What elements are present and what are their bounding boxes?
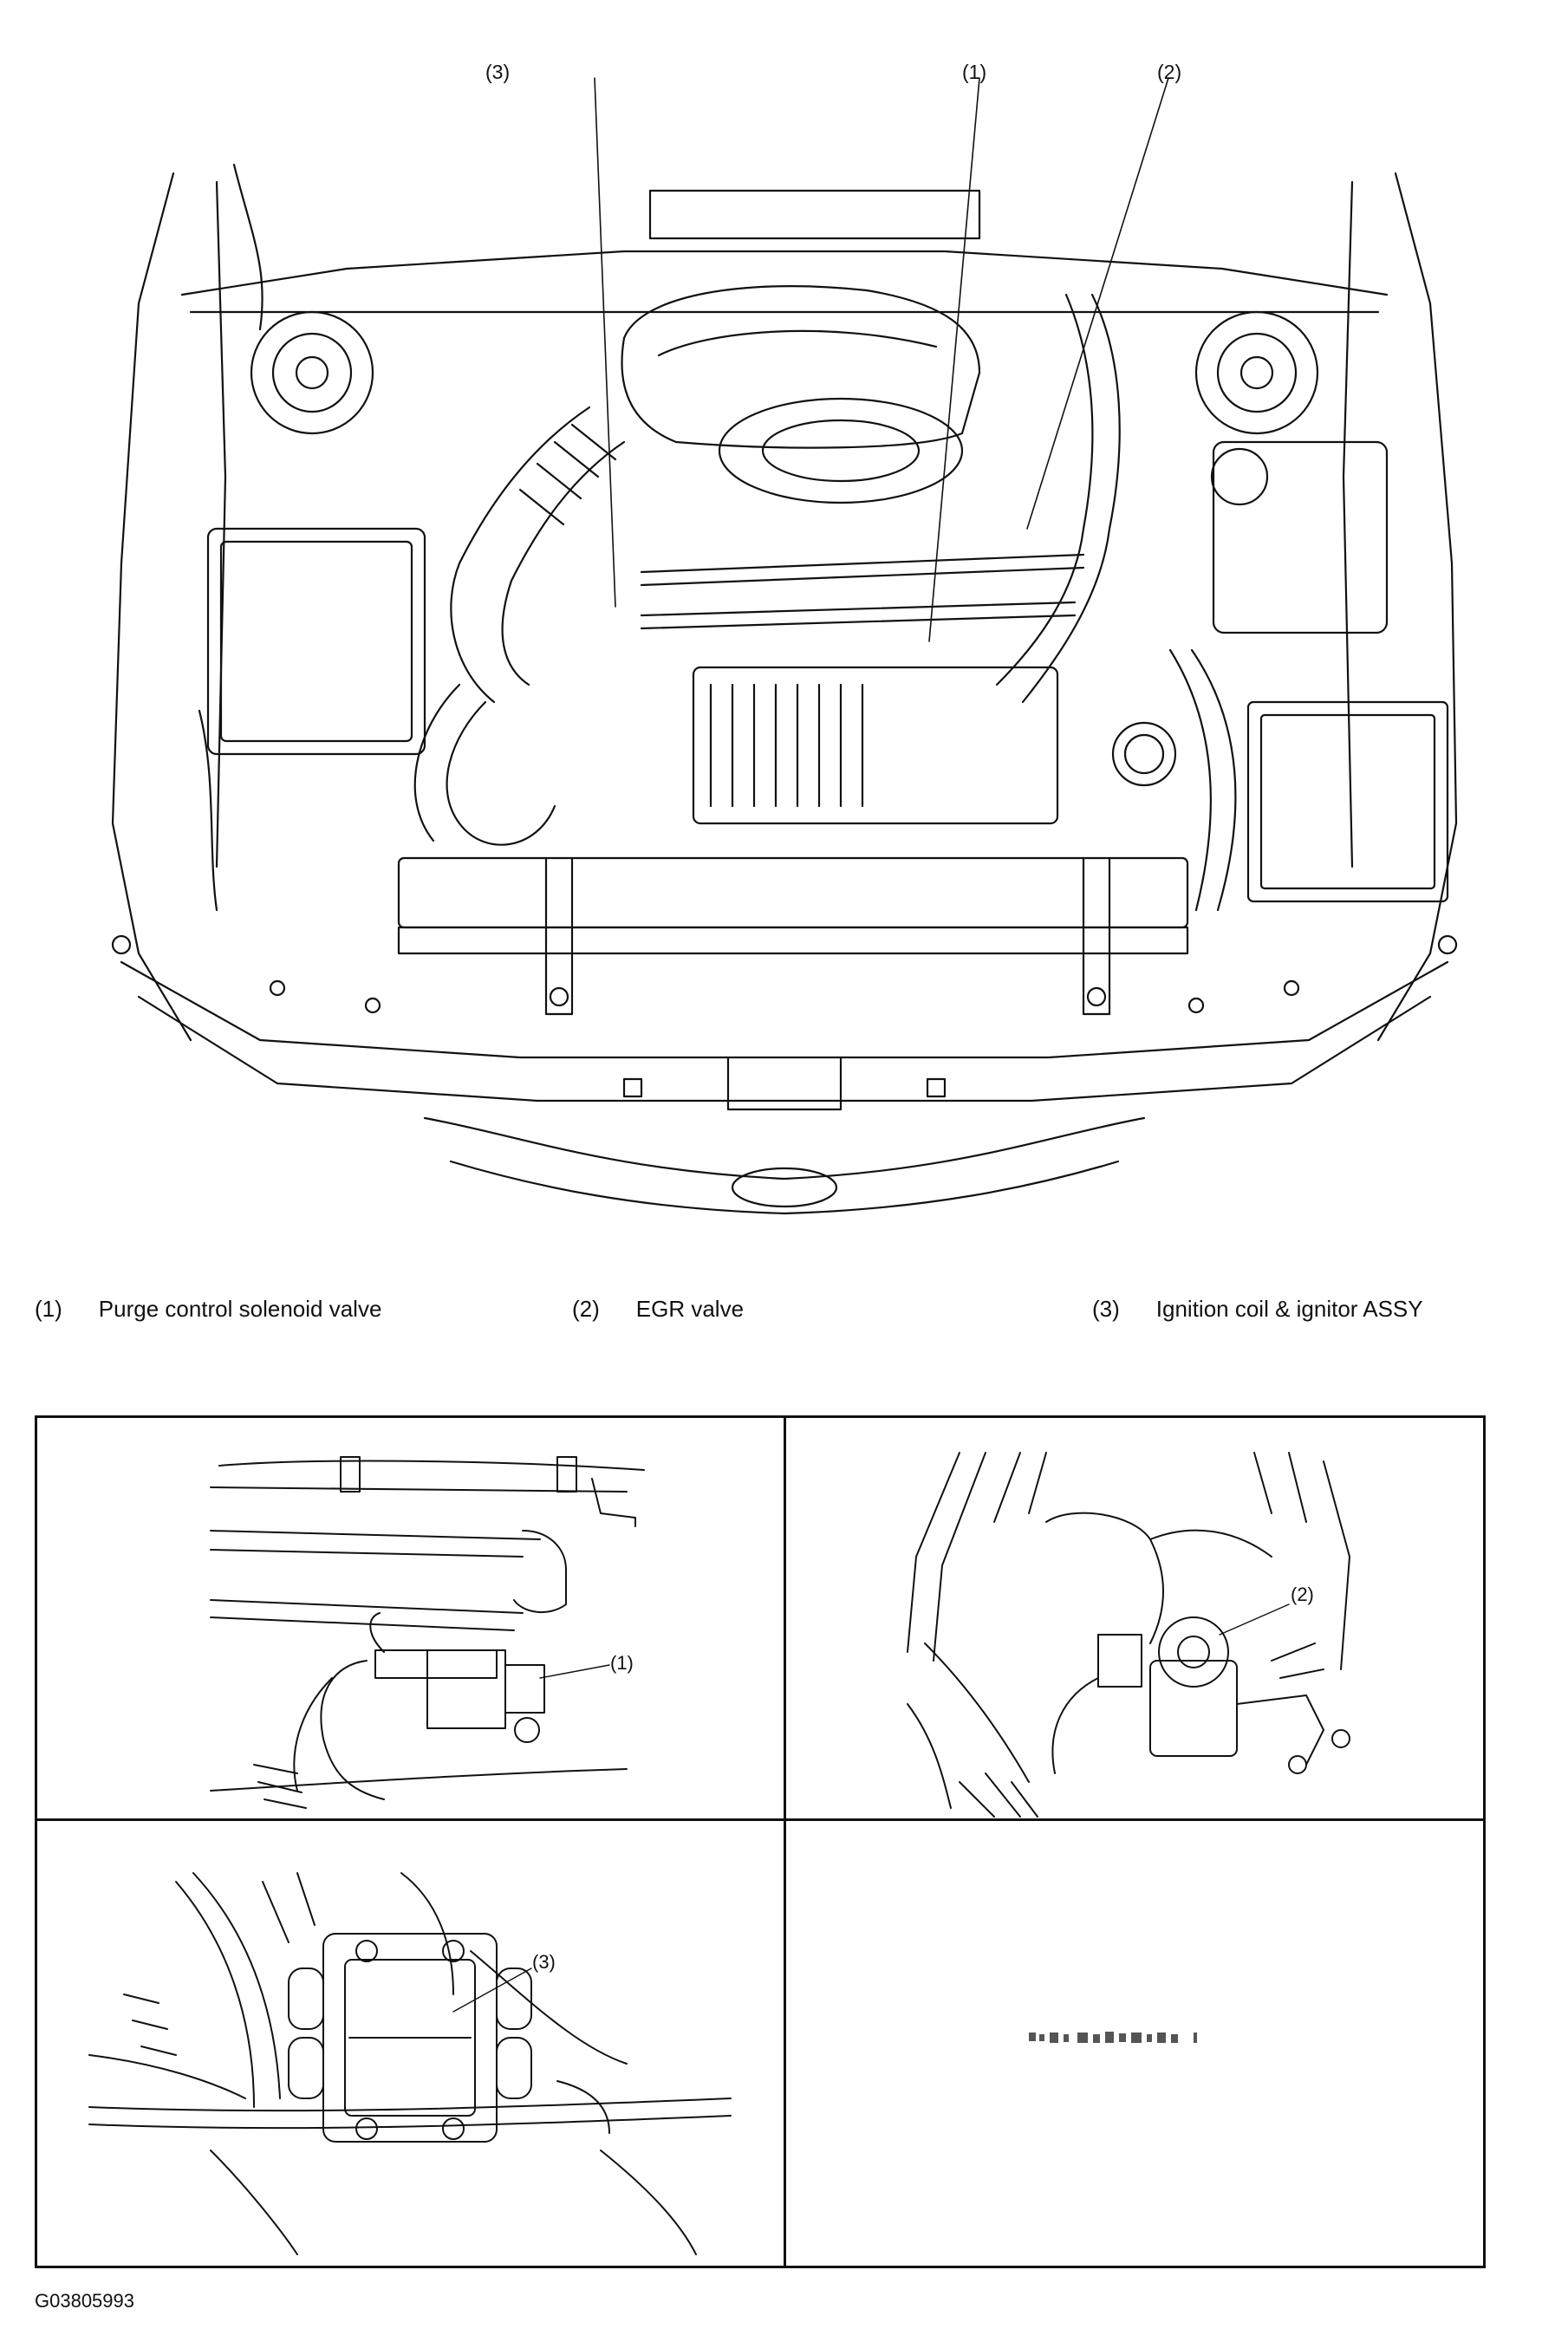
callout-purge-valve: (1) (962, 61, 987, 83)
inset-purge-valve: (1) (37, 1418, 784, 1818)
legend-item-egr: (2) EGR valve (572, 1296, 744, 1323)
legend-label: Purge control solenoid valve (98, 1296, 382, 1322)
grid-divider-horizontal (35, 1818, 1486, 1821)
legend-number: (2) (572, 1296, 600, 1322)
legend-label: EGR valve (635, 1296, 745, 1322)
left-strut-tower (250, 310, 374, 435)
callout-egr-valve: (2) (1157, 61, 1182, 83)
inset-empty (786, 1821, 1483, 2266)
inset-label-ignition: (3) (532, 1951, 556, 1973)
egr-valve-detail-drawing (907, 1452, 1350, 1818)
right-strut-tower (1194, 310, 1319, 435)
legend-number: (3) (1092, 1296, 1120, 1322)
inset-label-purge: (1) (610, 1652, 634, 1674)
purge-valve-detail-drawing (210, 1456, 645, 1809)
inset-egr-valve: (2) (786, 1418, 1483, 1818)
illegible-stamp-mark (1029, 2032, 1197, 2043)
engine-bay-drawing (111, 77, 1458, 1215)
callout-ignition-coil: (3) (485, 61, 511, 83)
inset-label-egr: (2) (1291, 1584, 1314, 1605)
legend-number: (1) (35, 1296, 62, 1322)
leader-line-2 (1026, 77, 1169, 530)
figure-id: G03805993 (35, 2290, 134, 2312)
inset-ignition-coil: (3) (37, 1821, 784, 2266)
legend-item-purge: (1) Purge control solenoid valve (35, 1296, 381, 1323)
leader-line-1 (928, 77, 980, 642)
ignition-coil-detail-drawing (88, 1872, 732, 2255)
legend-item-ignition: (3) Ignition coil & ignitor ASSY (1092, 1296, 1423, 1323)
grid-divider-vertical (784, 1415, 786, 2268)
legend-label: Ignition coil & ignitor ASSY (1155, 1296, 1423, 1322)
leader-line-3 (594, 77, 616, 608)
detail-inset-grid (35, 1415, 1486, 2268)
